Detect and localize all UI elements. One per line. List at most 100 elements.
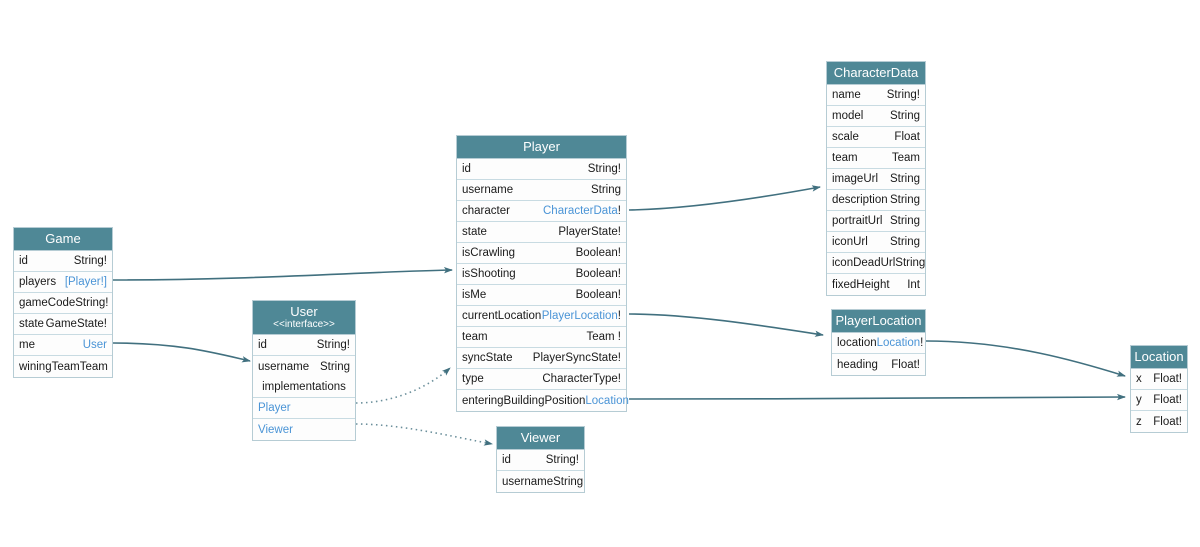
- implementation-link[interactable]: Player: [258, 402, 291, 414]
- field-name: id: [19, 255, 28, 267]
- field-row[interactable]: team Team: [827, 148, 925, 169]
- field-row[interactable]: players[Player!]: [14, 272, 112, 293]
- implementation-row[interactable]: Viewer: [253, 419, 355, 440]
- field-name: username: [258, 360, 310, 373]
- field-type[interactable]: User: [83, 339, 107, 351]
- field-name: location: [837, 337, 877, 349]
- field-type-link[interactable]: [Player!]: [64, 276, 107, 288]
- field-type: String: [895, 257, 926, 269]
- field-type: GameState!: [45, 318, 107, 330]
- field-type-link[interactable]: User: [82, 339, 107, 351]
- field-type: Float!: [891, 358, 920, 371]
- field-type[interactable]: PlayerLocation!: [542, 310, 621, 322]
- field-type[interactable]: CharacterData!: [543, 205, 621, 217]
- field-name: portraitUrl: [832, 215, 883, 227]
- field-name: id: [258, 339, 267, 351]
- field-type-link[interactable]: CharacterData: [543, 205, 618, 217]
- field-name: isCrawling: [462, 247, 516, 259]
- field-type: Boolean!: [575, 289, 621, 301]
- field-type-link[interactable]: Location: [585, 394, 629, 407]
- field-name: id: [462, 163, 471, 175]
- field-name: username: [462, 184, 514, 196]
- field-row[interactable]: heading Float!: [832, 354, 925, 375]
- field-type: String: [553, 475, 584, 488]
- field-name: isShooting: [462, 268, 516, 280]
- field-name: heading: [837, 358, 878, 371]
- field-name: currentLocation: [462, 310, 542, 322]
- field-type-link[interactable]: Location: [876, 337, 921, 349]
- field-type: Team: [79, 360, 108, 373]
- field-type: String!: [73, 255, 107, 267]
- edge-game-players-to-player: [112, 266, 453, 281]
- implementation-row[interactable]: Player: [253, 398, 355, 419]
- field-name: team: [832, 152, 858, 164]
- field-name: character: [462, 205, 510, 217]
- entity-user-implementations-label: implementations: [253, 377, 355, 398]
- field-type: String: [319, 360, 350, 373]
- implementation-link[interactable]: Viewer: [258, 423, 293, 436]
- field-row[interactable]: isMe Boolean!: [457, 285, 626, 306]
- field-row[interactable]: model String: [827, 106, 925, 127]
- field-type: String: [889, 110, 920, 122]
- field-row[interactable]: id String!: [14, 251, 112, 272]
- entity-viewer-title: Viewer: [497, 427, 584, 450]
- field-name: model: [832, 110, 864, 122]
- field-name: team: [462, 331, 488, 343]
- field-type: String!: [316, 339, 350, 351]
- field-name: isMe: [462, 289, 487, 301]
- field-type[interactable]: [Player!]: [65, 276, 107, 288]
- field-type: Team: [891, 152, 920, 164]
- entity-user-stereotype: <<interface>>: [273, 319, 335, 330]
- field-type[interactable]: Location: [585, 395, 628, 407]
- field-row[interactable]: id String!: [253, 335, 355, 356]
- field-type-link[interactable]: PlayerLocation: [541, 310, 618, 322]
- field-name: id: [502, 454, 511, 466]
- field-row[interactable]: username String: [253, 356, 355, 377]
- field-name: z: [1136, 415, 1142, 428]
- field-row[interactable]: character CharacterData!: [457, 201, 626, 222]
- entity-user-fields: id String! username String: [253, 335, 355, 377]
- field-type[interactable]: Location!: [877, 337, 924, 349]
- field-name: y: [1136, 394, 1142, 406]
- entity-player-location-title: PlayerLocation: [832, 310, 925, 333]
- field-name: gameCode: [19, 297, 76, 309]
- entity-character-data-title: CharacterData: [827, 62, 925, 85]
